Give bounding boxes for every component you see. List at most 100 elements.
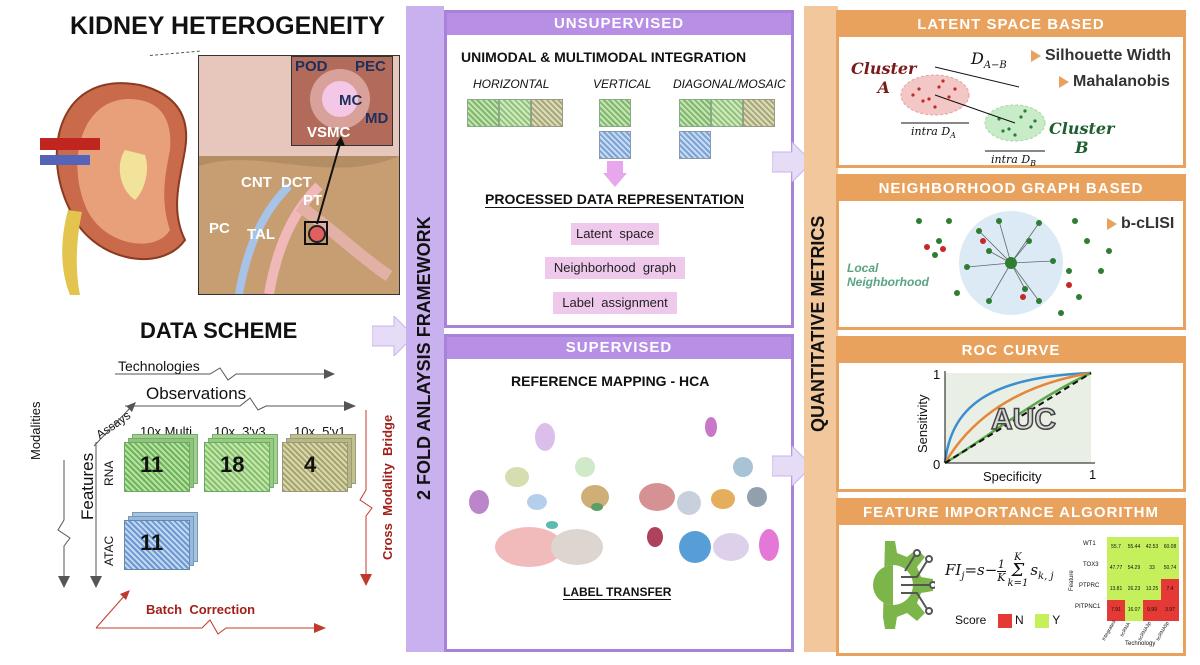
heatmap-cell: 60.08 [1161,537,1179,558]
intra-a-label: intra DA [911,125,956,141]
roc-ylabel: Sensitivity [915,394,930,453]
gear-icon [873,541,935,629]
heatmap-cell: 9.99 [1143,600,1161,621]
unsupervised-header: UNSUPERVISED [447,13,791,35]
heatmap-row-label: WT1 [1083,541,1096,547]
roc-panel: ROC CURVE AUC Sensitivity Specificity 0 … [836,336,1186,492]
roc-xlabel: Specificity [983,469,1042,484]
label-mc: MC [339,92,363,109]
bridge-label: Cross Modality Bridge [380,414,395,560]
arrow-supervised-metrics [772,446,812,486]
label-pc: PC [209,220,230,237]
supervised-header: SUPERVISED [447,337,791,359]
heatmap-row-label: TOX3 [1083,562,1099,568]
heatmap-col-label: scRNA5p [1155,620,1171,642]
latent-space-button[interactable]: Latent space [571,223,659,245]
nephron-zoom-panel: POD PEC MC MD VSMC CNT DCT PT PC TAL [198,55,400,295]
heatmap-col-label: scRNA3p [1137,620,1153,642]
heatmap-row-label: PITPNC1 [1075,604,1101,610]
kidney-title: KIDNEY HETEROGENEITY [70,12,385,40]
heatmap-ylabel: Feature [1069,570,1075,591]
arrow-icon [1107,217,1117,230]
heatmap-cell: 13.25 [1143,579,1161,600]
label-pec: PEC [355,58,386,75]
heatmap-cell: 55.7 [1107,537,1125,558]
kidney-illustration [40,82,188,295]
cube-v1-rna: 4 [282,434,356,498]
batch-correction-label: Batch Correction [146,602,256,617]
diagonal-label: DIAGONAL/MOSAIC [673,77,786,91]
roc-tick-1y: 1 [933,367,941,382]
label-tal: TAL [247,226,276,243]
count-multi-rna: 11 [140,452,164,477]
roc-header: ROC CURVE [839,339,1183,363]
bclisi-metric: b-cLISI [1107,215,1174,233]
label-pt: PT [303,192,323,209]
label-transfer-title: LABEL TRANSFER [563,585,672,600]
label-assignment-button[interactable]: Label assignment [553,292,677,314]
data-scheme-title: DATA SCHEME [140,318,298,343]
heatmap-xlabel: Technology [1125,641,1156,647]
framework-title: 2 FOLD ANLAYSIS FRAMEWORK [414,216,434,500]
processed-title: PROCESSED DATA REPRESENTATION [485,191,745,208]
heatmap-col-label: scRNA [1119,621,1132,638]
heatmap-cell: 50.74 [1161,558,1179,579]
mahalanobis-metric: Mahalanobis [1059,73,1170,91]
technologies-label: Technologies [118,358,200,374]
neighborhood-graph-button[interactable]: Neighborhood graph [545,257,685,279]
heatmap-cell: 3.97 [1161,600,1179,621]
integration-title: UNIMODAL & MULTIMODAL INTEGRATION [461,49,747,65]
label-md: MD [365,110,389,127]
arrow-to-framework [372,316,415,356]
roc-tick-0: 0 [933,457,941,472]
atac-label: ATAC [102,535,116,566]
heatmap-cell: 42.53 [1143,537,1161,558]
heatmap-row-label: PTPRC [1079,583,1100,589]
heatmap-cell: 26.23 [1125,579,1143,600]
heatmap-col-label: Integrated [1101,619,1118,642]
arrow-icon [1059,75,1069,88]
heatmap-cell: 7.4 [1161,579,1179,600]
metrics-band [804,6,838,652]
latent-space-header: LATENT SPACE BASED [839,13,1183,37]
distance-label: DA−B [971,49,1007,72]
label-vsmc: VSMC [307,124,351,141]
cube-multi-rna: 11 [124,434,198,498]
heatmap-cell: 33 [1143,558,1161,579]
label-cnt: CNT [241,174,272,191]
heatmap-cell: 54.29 [1125,558,1143,579]
count-multi-atac: 11 [140,530,164,555]
umap-reference [469,417,779,567]
label-pod: POD [295,58,328,75]
arrow-icon [1031,49,1041,62]
count-v1-rna: 4 [304,452,317,477]
auc-label: AUC [990,402,1057,437]
neighborhood-graph-header: NEIGHBORHOOD GRAPH BASED [839,177,1183,201]
unsupervised-panel: UNSUPERVISED UNIMODAL & MULTIMODAL INTEG… [444,10,794,328]
heatmap-cell: 13.81 [1107,579,1125,600]
vertical-label: VERTICAL [593,77,652,91]
label-dct: DCT [281,174,312,191]
observations-label: Observations [146,384,247,403]
horizontal-label: HORIZONTAL [473,77,550,91]
heatmap-cell: 47.77 [1107,558,1125,579]
cube-v3-rna: 18 [204,434,278,498]
modalities-label: Modalities [28,401,43,460]
heatmap-cell: 16.07 [1125,600,1143,621]
roc-plot [943,371,1095,465]
metrics-title: QUANTITATIVE METRICS [808,215,828,432]
supervised-panel: SUPERVISED REFERENCE MAPPING - HCA LABEL [444,334,794,652]
heatmap-cell: 55.44 [1125,537,1143,558]
intra-b-label: intra DB [991,153,1037,169]
arrow-unsupervised-metrics [772,142,812,182]
rna-label: RNA [102,460,116,486]
feature-importance-header: FEATURE IMPORTANCE ALGORITHM [839,501,1183,525]
heatmap-cell: 7.91 [1107,600,1125,621]
